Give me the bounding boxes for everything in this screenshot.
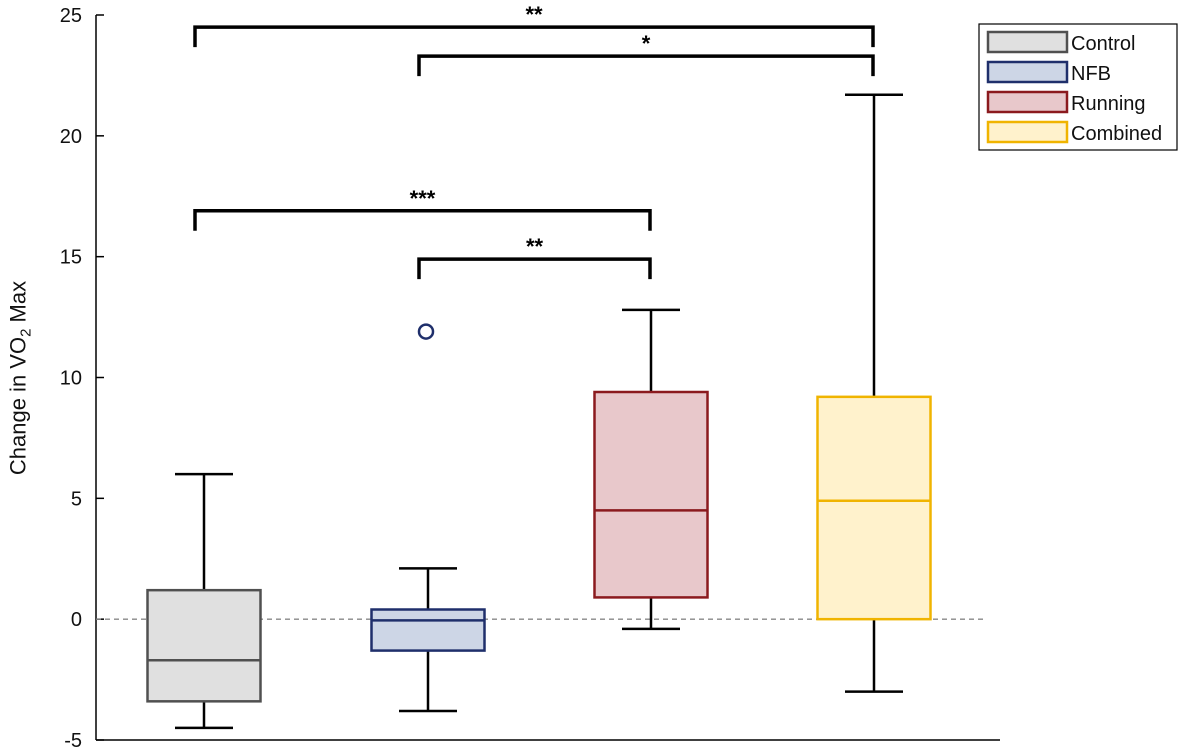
y-tick-label: 15 <box>60 247 82 269</box>
significance-label: *** <box>410 186 436 211</box>
legend-label: Control <box>1071 33 1135 55</box>
y-axis-label-suffix: Max <box>5 280 31 329</box>
y-tick-label: 20 <box>60 126 82 148</box>
y-tick-label: 25 <box>60 5 82 27</box>
outlier-point <box>417 323 435 340</box>
legend-label: Combined <box>1071 123 1162 145</box>
y-tick-label: 5 <box>71 488 82 510</box>
box-combined <box>816 395 932 621</box>
y-axis-label-prefix: Change in VO <box>5 336 31 476</box>
box-running <box>593 390 709 599</box>
legend-label: Running <box>1071 93 1146 115</box>
y-tick-label: -5 <box>64 730 82 752</box>
legend-swatch-nfb <box>986 60 1069 84</box>
legend-swatch-control <box>986 30 1069 54</box>
significance-label: ** <box>526 234 544 259</box>
y-axis-label: Change in VO2 Max <box>0 0 40 756</box>
significance-bracket <box>193 25 875 48</box>
box-control <box>146 588 262 703</box>
y-axis-label-subscript: 2 <box>17 328 35 337</box>
legend-swatch-running <box>986 90 1069 114</box>
significance-bracket <box>193 209 652 231</box>
y-tick-label: 10 <box>60 368 82 390</box>
significance-label: ** <box>525 2 543 27</box>
box-nfb <box>370 608 486 652</box>
legend-label: NFB <box>1071 63 1111 85</box>
significance-bracket <box>417 257 652 280</box>
y-tick-label: 0 <box>71 609 82 631</box>
significance-bracket <box>417 54 875 77</box>
significance-label: * <box>642 31 651 56</box>
legend-swatch-combined <box>986 120 1069 144</box>
